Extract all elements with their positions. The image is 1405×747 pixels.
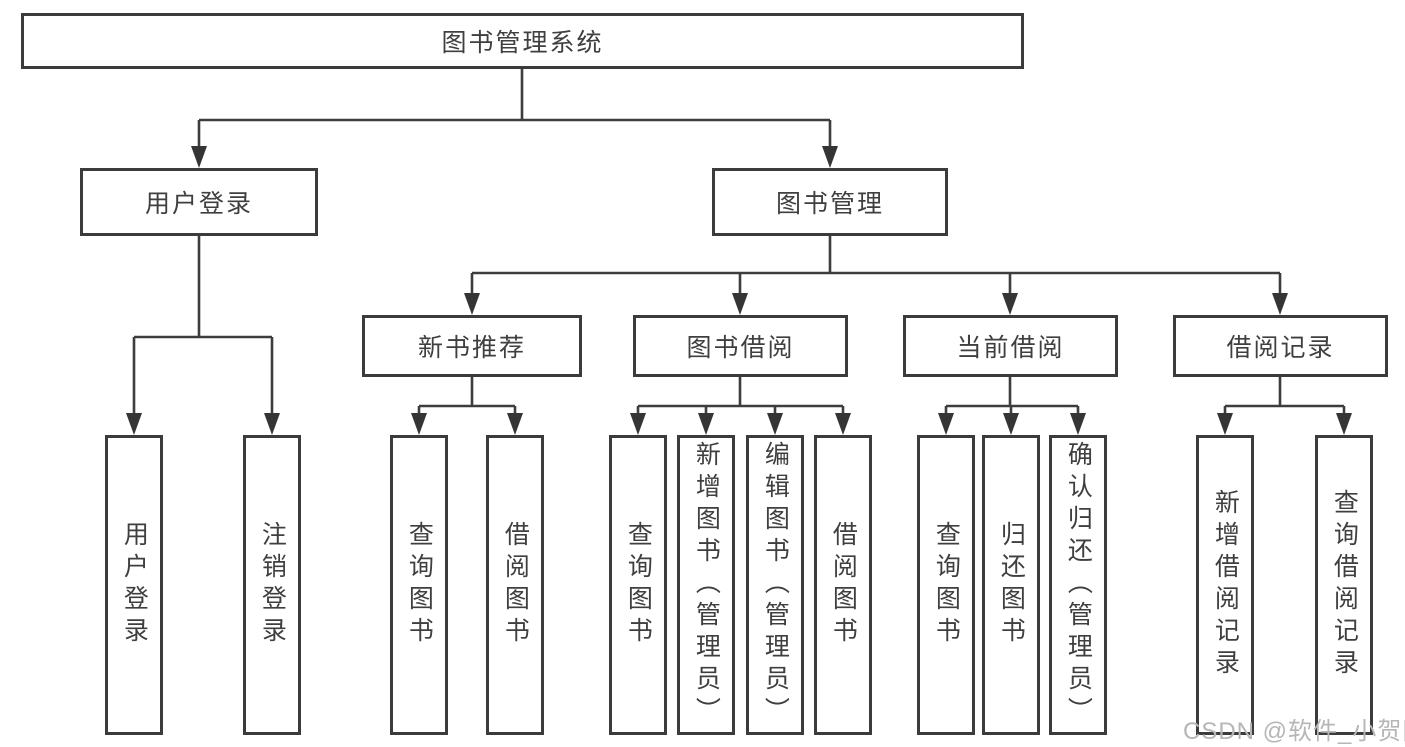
leaf-logout: 注销登录 (243, 435, 301, 735)
connector-root-to-level2 (191, 69, 838, 168)
leaf-query-books-3-label: 查询图书 (932, 521, 961, 649)
leaf-add-books-admin-label: 新增图书（管理员） (692, 441, 721, 729)
node-new-book-recommend: 新书推荐 (362, 315, 582, 377)
leaf-return-books-label: 归还图书 (997, 521, 1026, 649)
node-user-login-label: 用户登录 (144, 190, 253, 218)
leaf-query-books-1-label: 查询图书 (405, 521, 434, 649)
node-borrow-records-label: 借阅记录 (1226, 334, 1335, 362)
leaf-query-books-2-label: 查询图书 (624, 521, 653, 649)
leaf-edit-books-admin-label: 编辑图书（管理员） (761, 441, 790, 729)
node-new-book-recommend-label: 新书推荐 (417, 334, 526, 362)
leaf-add-borrow-record: 新增借阅记录 (1196, 435, 1254, 735)
connector-new-book-to-leaves (411, 377, 523, 435)
leaf-query-books-2: 查询图书 (609, 435, 667, 735)
leaf-add-borrow-record-label: 新增借阅记录 (1211, 489, 1240, 681)
node-book-management: 图书管理 (712, 168, 948, 236)
leaf-query-books-3: 查询图书 (917, 435, 975, 735)
connector-user-login-to-leaves (126, 236, 280, 435)
leaf-confirm-return-admin-label: 确认归还（管理员） (1064, 441, 1093, 729)
leaf-query-borrow-record-label: 查询借阅记录 (1330, 489, 1359, 681)
leaf-borrow-books-2-label: 借阅图书 (829, 521, 858, 649)
leaf-add-books-admin: 新增图书（管理员） (677, 435, 735, 735)
node-current-borrow: 当前借阅 (903, 315, 1118, 377)
leaf-user-login: 用户登录 (105, 435, 163, 735)
leaf-return-books: 归还图书 (982, 435, 1040, 735)
leaf-borrow-books-2: 借阅图书 (814, 435, 872, 735)
leaf-borrow-books-1-label: 借阅图书 (501, 521, 530, 649)
connector-borrow-records-to-leaves (1217, 377, 1352, 435)
node-root: 图书管理系统 (21, 13, 1024, 69)
leaf-confirm-return-admin: 确认归还（管理员） (1049, 435, 1107, 735)
leaf-edit-books-admin: 编辑图书（管理员） (746, 435, 804, 735)
connector-current-borrow-to-leaves (938, 377, 1086, 435)
leaf-borrow-books-1: 借阅图书 (486, 435, 544, 735)
leaf-logout-label: 注销登录 (258, 521, 287, 649)
leaf-query-books-1: 查询图书 (390, 435, 448, 735)
leaf-user-login-label: 用户登录 (120, 521, 149, 649)
node-root-label: 图书管理系统 (441, 29, 604, 57)
node-book-borrow: 图书借阅 (633, 315, 848, 377)
node-user-login: 用户登录 (80, 168, 318, 236)
connector-book-borrow-to-leaves (630, 377, 851, 435)
node-borrow-records: 借阅记录 (1173, 315, 1388, 377)
node-book-borrow-label: 图书借阅 (686, 334, 795, 362)
connector-book-management-to-level3 (464, 236, 1288, 315)
node-book-management-label: 图书管理 (775, 190, 884, 218)
node-current-borrow-label: 当前借阅 (956, 334, 1065, 362)
leaf-query-borrow-record: 查询借阅记录 (1315, 435, 1373, 735)
watermark: CSDN @软件_小贺同学 (1183, 718, 1405, 745)
